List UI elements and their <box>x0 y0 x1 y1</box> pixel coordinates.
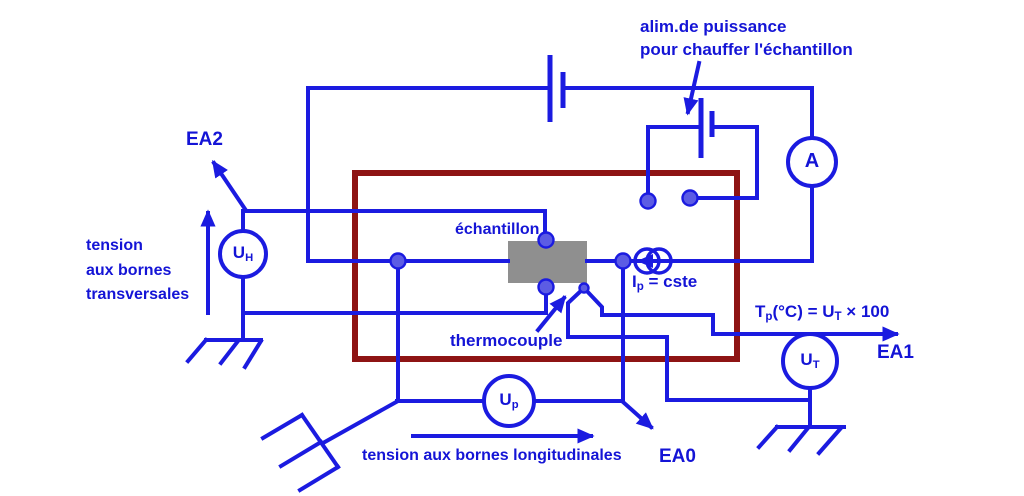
contact-dot-sample-bottom <box>537 278 555 296</box>
junction-dot-right <box>614 252 632 270</box>
battery1-icon <box>547 55 566 122</box>
ammeter-label: A <box>804 150 820 173</box>
thermo-voltmeter-label: UT <box>800 350 819 371</box>
hall-voltmeter-circle <box>218 229 268 279</box>
wire-current-loop-left <box>306 86 552 263</box>
wire-hall-positive <box>241 209 547 242</box>
wire-heater-right <box>688 125 759 200</box>
sample-label: échantillon <box>455 221 540 238</box>
ut-symbol: U <box>800 350 813 370</box>
thermo-voltmeter-circle <box>781 332 839 390</box>
uh-subscript: H <box>245 252 254 265</box>
power-supply-label-line1: alim.de puissance <box>640 17 787 36</box>
ip-constant-label: Ip = cste <box>632 272 697 295</box>
ammeter-circle <box>786 136 838 188</box>
wire-current-loop-right <box>585 184 814 263</box>
heater-terminal-dot-right <box>681 189 699 207</box>
ground-icon-longitudinal-rotated <box>260 412 341 493</box>
ea0-arrow <box>620 399 654 430</box>
transverse-voltage-label: tension aux bornes transversales <box>86 234 189 308</box>
ea0-label: EA0 <box>659 446 696 467</box>
power-supply-label-line2: pour chauffer l'échantillon <box>640 40 853 59</box>
transverse-line2: aux bornes <box>86 261 172 279</box>
ip-rest: = cste <box>643 272 698 291</box>
up-symbol: U <box>499 390 512 410</box>
thermocouple-label: thermocouple <box>450 331 563 350</box>
temperature-formula-label: Tp(°C) = UT × 100 <box>755 302 889 325</box>
ut-subscript: T <box>834 310 842 323</box>
ip-subscript: p <box>636 280 644 293</box>
thermocouple-pointer-arrow <box>535 295 567 333</box>
transverse-line3: transversales <box>86 286 190 303</box>
wire-thermocouple-to-ea1-arrow <box>581 285 900 342</box>
wire-to-rotated-ground <box>320 398 401 446</box>
ea1-label: EA1 <box>877 342 914 363</box>
uh-symbol: U <box>232 243 246 263</box>
longitudinal-voltmeter-circle <box>482 374 536 428</box>
wire-heater-left <box>646 125 703 203</box>
ip-symbol: I <box>632 272 637 291</box>
ground-icon-thermo <box>756 424 846 456</box>
ground-icon-hall <box>185 337 264 370</box>
tp-subscript: p <box>765 310 773 323</box>
hall-voltmeter-label: UH <box>233 243 253 264</box>
longitudinal-voltmeter-label: Up <box>499 390 518 411</box>
ut-sub: T <box>812 359 820 372</box>
up-subscript: p <box>511 399 519 412</box>
battery2-heater-icon <box>698 98 715 158</box>
transverse-line1: tension <box>86 237 143 254</box>
contact-dot-sample-top <box>537 231 555 249</box>
wire-current-loop-top-right <box>561 86 814 140</box>
tp-mid: (°C) = U <box>772 302 835 321</box>
current-source-icon <box>633 247 673 275</box>
longitudinal-voltage-label: tension aux bornes longitudinales <box>362 447 622 464</box>
oven-enclosure-outline <box>352 170 740 362</box>
ea2-arrow <box>211 160 248 212</box>
wire-thermocouple-ground-side <box>566 285 812 402</box>
tp-end: × 100 <box>841 302 890 321</box>
power-supply-pointer-arrow <box>683 60 702 116</box>
thermocouple-junction-dot <box>578 282 590 294</box>
junction-dot-left <box>389 252 407 270</box>
tp-symbol: T <box>755 302 766 321</box>
heater-terminal-dot-left <box>639 192 657 210</box>
wire-hall-negative <box>241 285 548 315</box>
ea2-label: EA2 <box>186 129 223 150</box>
